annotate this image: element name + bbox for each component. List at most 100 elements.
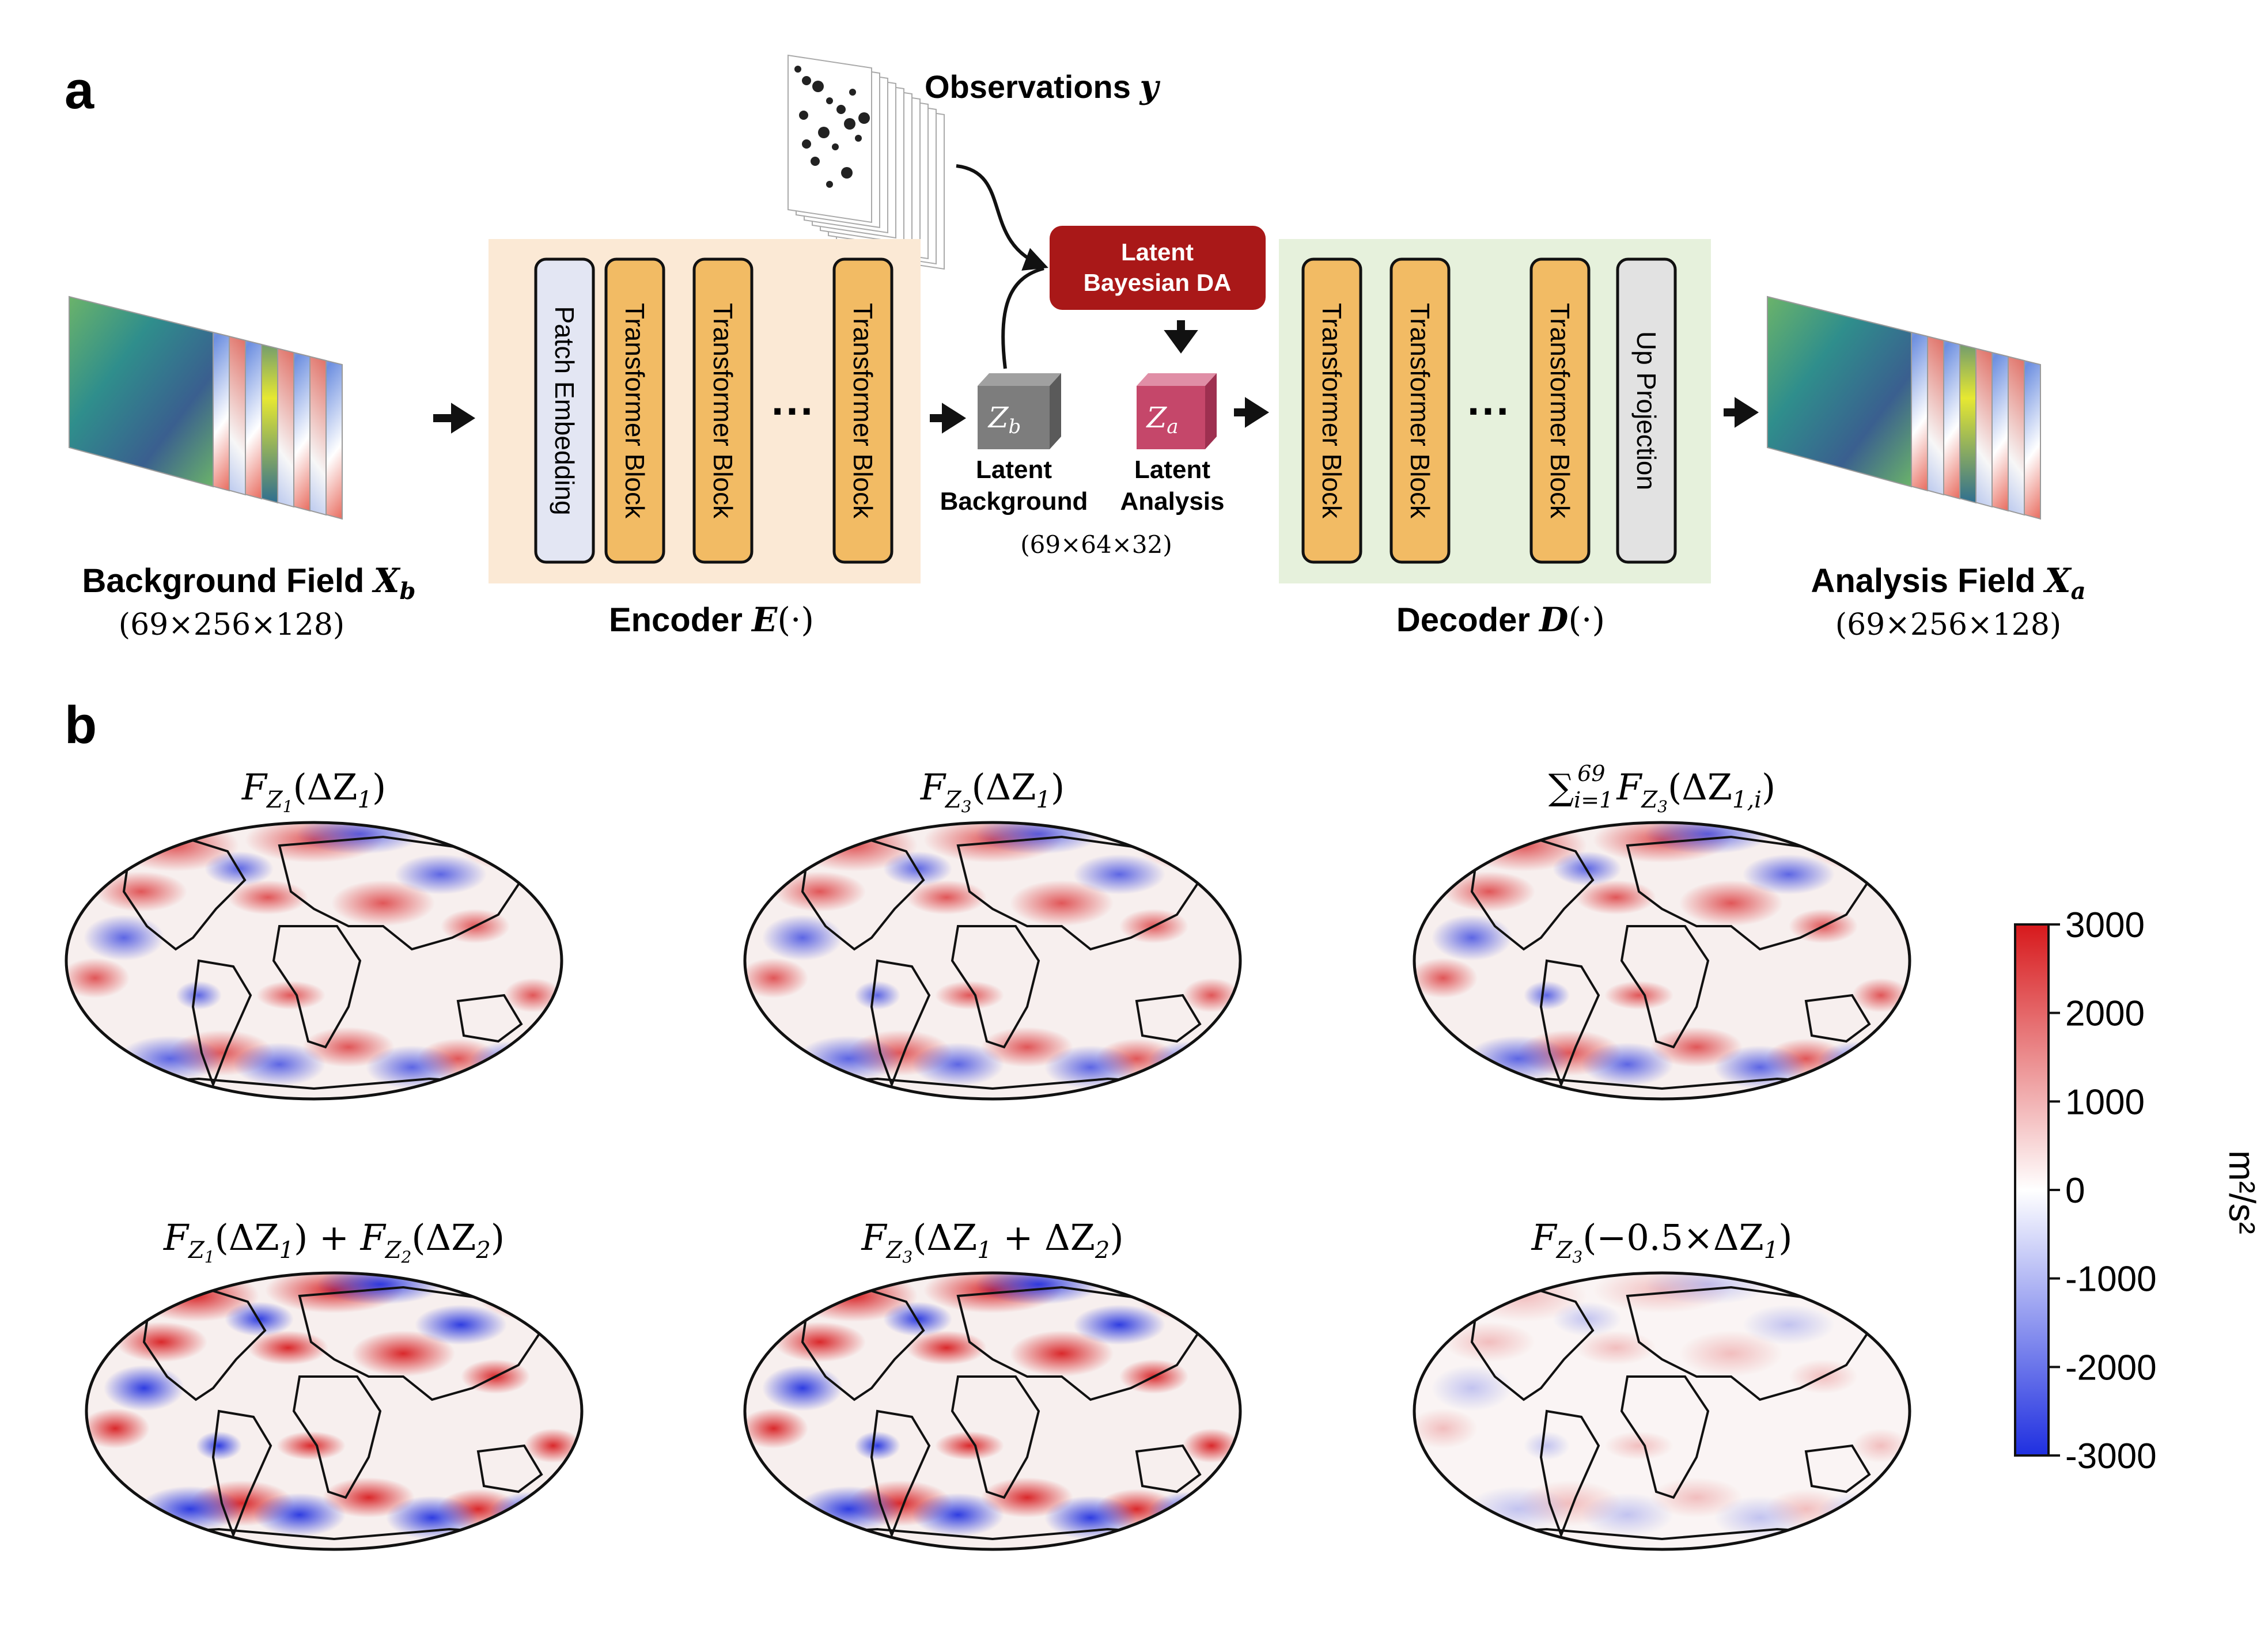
map-3 [1413, 821, 1911, 1101]
observation-dot [849, 89, 856, 96]
coastline [122, 835, 247, 951]
map-2 [743, 821, 1242, 1101]
coastline [1539, 1409, 1600, 1538]
anomaly-positive [256, 981, 325, 1010]
background-field-layer-1 [69, 295, 214, 488]
encoder-block-label-2: Transformer Block [620, 303, 650, 519]
map-border [65, 821, 563, 1101]
anomaly-negative [1432, 915, 1512, 961]
observation-dot [841, 167, 853, 179]
analysis-field-shape: (69×256×128) [1835, 608, 2061, 642]
anomaly-negative [912, 1043, 1004, 1086]
decoder-symbol: D [1538, 600, 1568, 639]
latent-da-line2: Bayesian DA [1084, 269, 1232, 296]
decoder-block-label-2: Transformer Block [1405, 303, 1435, 519]
coastline [1135, 994, 1202, 1043]
colorbar-tick-label: 0 [2065, 1171, 2085, 1211]
latent-background-line1: Latent [976, 456, 1052, 484]
anomaly-negative [196, 1431, 242, 1460]
anomaly-positive [1010, 1330, 1114, 1377]
coastline [1620, 1375, 1710, 1499]
anomaly-negative [317, 1273, 444, 1305]
decoder-block-3: Transformer Block [1529, 257, 1591, 564]
anomaly-positive [1852, 978, 1910, 1013]
anomaly-positive [1443, 871, 1535, 912]
anomaly-positive [1679, 880, 1783, 926]
observation-dot [832, 143, 839, 150]
observation-dot [794, 66, 801, 73]
analysis-field-label: Analysis Field Xa [1811, 561, 2085, 605]
anomaly-positive [906, 880, 987, 915]
map-6 [1413, 1271, 1911, 1551]
anomaly-positive [1604, 1431, 1673, 1460]
latent-analysis-symbol: Za [1145, 401, 1178, 438]
coastline [272, 925, 362, 1049]
arrow-da-to-analysis [1164, 320, 1198, 354]
map-title-6: FZ3(−0.5×ΔZ1) [1531, 1216, 1793, 1267]
map-title-5: FZ3(ΔZ1 + ΔZ2) [861, 1216, 1123, 1267]
encoder-block-1: Patch Embedding [534, 257, 595, 564]
latent-background-line2: Background [940, 487, 1088, 515]
observation-dot [826, 181, 833, 188]
anomaly-positive [228, 880, 308, 915]
map-title-2: FZ3(ΔZ1) [920, 766, 1065, 816]
anomaly-negative [233, 1043, 325, 1086]
anomaly-positive [774, 1322, 866, 1362]
maps-grid [65, 821, 1911, 1551]
latent-analysis-sub: a [1167, 415, 1178, 438]
map-border [1413, 1271, 1911, 1551]
encoder-arg: (·) [777, 600, 814, 639]
anomaly-positive [331, 880, 435, 926]
observation-dot [826, 97, 833, 104]
anomaly-negative [253, 1493, 346, 1537]
coastline [292, 1375, 382, 1499]
latent-analysis-cube: Za [1137, 373, 1217, 449]
background-field-shape: (69×256×128) [119, 608, 344, 642]
panel-letter-b: b [65, 696, 97, 755]
anomaly-negative [854, 981, 900, 1010]
panel-letter-a: a [65, 61, 94, 120]
background-symbol: X [371, 561, 400, 600]
observation-dot [836, 105, 846, 114]
coastline [951, 925, 1040, 1049]
encoder-symbol: E [751, 600, 778, 639]
latent-shape: (69×64×32) [1020, 530, 1172, 559]
anomaly-positive [351, 1330, 455, 1377]
coastline [1804, 1444, 1871, 1493]
latent-analysis-line2: Analysis [1120, 487, 1225, 515]
anomaly-positive [1576, 1330, 1656, 1365]
arrow-observations-to-da [956, 164, 1048, 271]
encoder-block-label-1: Patch Embedding [550, 306, 580, 515]
anomaly-negative [104, 1365, 184, 1411]
latent-analysis-z: Z [1145, 401, 1167, 434]
analysis-field-label-text: Analysis Field [1811, 562, 2035, 600]
anomaly-negative [1073, 1305, 1165, 1345]
map-title-1: FZ1(ΔZ1) [241, 766, 386, 816]
map-border [1413, 821, 1911, 1101]
encoder-block-2: Transformer Block [604, 257, 665, 564]
analysis-symbol: X [2043, 561, 2072, 600]
anomaly-positive [1852, 1428, 1910, 1463]
observation-dot [811, 157, 820, 166]
coastline [1620, 925, 1710, 1049]
colorbar-tick-label: -2000 [2065, 1348, 2157, 1388]
anomaly-positive [115, 1322, 207, 1362]
anomaly-negative [415, 1305, 507, 1345]
latent-da-line1: Latent [1121, 238, 1194, 266]
colorbar-tick-label: 1000 [2065, 1082, 2145, 1122]
anomaly-positive [774, 871, 866, 912]
map-1 [65, 821, 563, 1101]
anomaly-positive [1183, 1428, 1240, 1463]
anomaly-positive [86, 1408, 150, 1449]
coastline [142, 1286, 267, 1401]
anomaly-negative [1743, 1305, 1835, 1345]
decoder-ellipsis: ··· [1467, 387, 1511, 436]
anomaly-positive [1576, 880, 1656, 915]
coastline [951, 1375, 1040, 1499]
observation-dot [818, 127, 830, 138]
anomaly-positive [1010, 880, 1114, 926]
anomaly-negative [1581, 1493, 1673, 1537]
decoder-label-text: Decoder [1396, 601, 1530, 639]
